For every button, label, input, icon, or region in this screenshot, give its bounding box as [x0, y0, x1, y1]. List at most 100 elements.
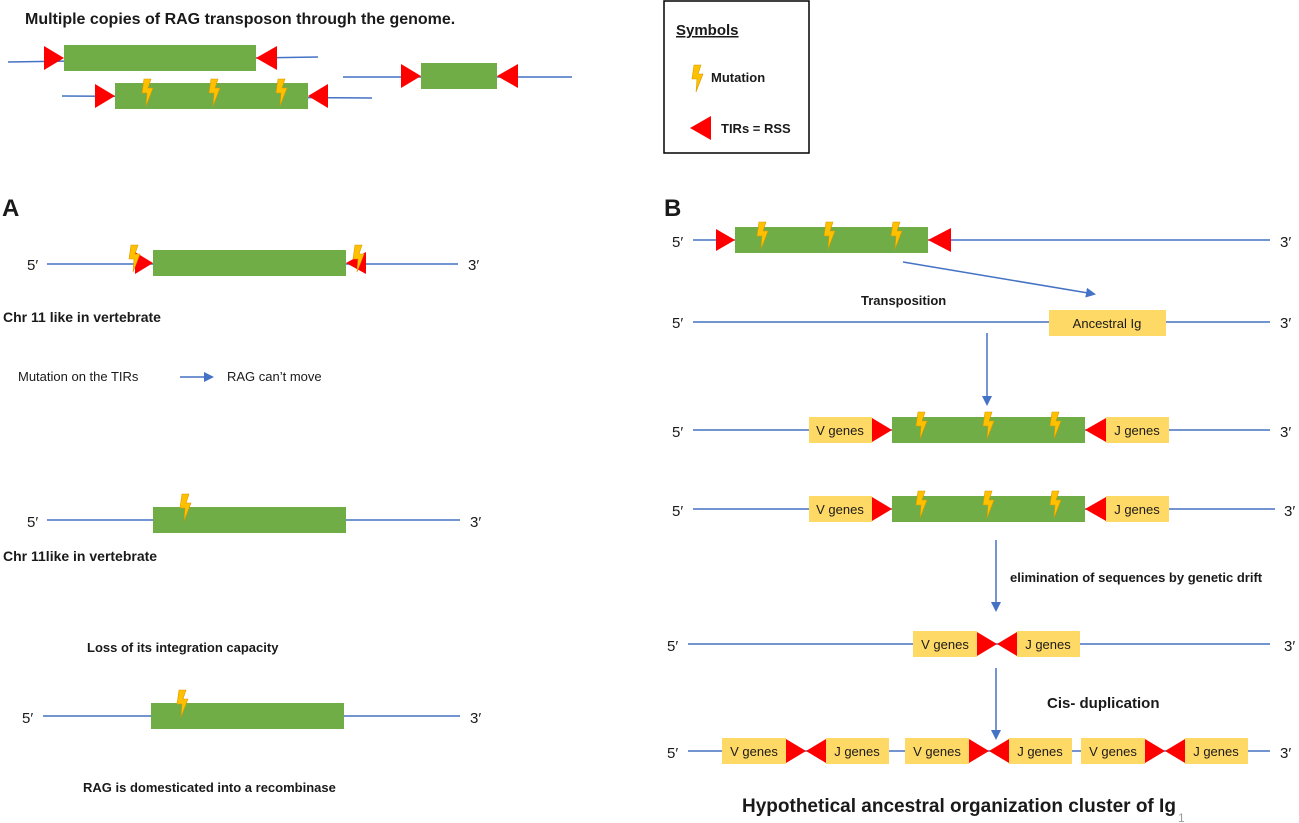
rss-right — [1085, 418, 1106, 442]
lightning-bolt-shape — [128, 244, 141, 273]
tir-left — [716, 229, 735, 251]
tir-left — [135, 252, 153, 274]
lightning-bolt-shape — [756, 221, 769, 250]
mutation-icon — [890, 221, 903, 250]
loss-note: Loss of its integration capacity — [87, 640, 279, 655]
three-prime-label: 3′ — [468, 257, 479, 274]
lightning-bolt-shape — [1049, 411, 1062, 440]
three-prime-label: 3′ — [1284, 503, 1295, 520]
rss-right — [1165, 739, 1185, 763]
five-prime-label: 5′ — [667, 638, 678, 655]
mutation-icon — [1049, 490, 1062, 519]
mutation-icon — [982, 490, 995, 519]
tir-right — [308, 84, 328, 108]
five-prime-label: 5′ — [672, 503, 683, 520]
bottom-title: Hypothetical ancestral organization clus… — [742, 796, 1176, 817]
j-genes-label: J genes — [1114, 423, 1160, 438]
j-genes-box — [1106, 496, 1169, 522]
panel-b-cluster: 5′ V genes J genes V genes J genes V gen… — [667, 738, 1291, 764]
cis-duplication-label: Cis- duplication — [1047, 695, 1160, 712]
lightning-bolt-shape — [208, 78, 221, 107]
lightning-bolt-shape — [141, 78, 154, 107]
j-genes-box — [1185, 738, 1248, 764]
mutation-icon — [691, 64, 704, 93]
mutation-icon — [756, 221, 769, 250]
rss-right — [806, 739, 826, 763]
ancestral-ig-label: Ancestral Ig — [1073, 316, 1142, 331]
panel-a-chr-domesticated: 5′ 3′ — [22, 689, 481, 729]
mutation-icon — [208, 78, 221, 107]
domesticated-note: RAG is domesticated into a recombinase — [83, 780, 336, 795]
lightning-bolt-shape — [275, 78, 288, 107]
panel-b-letter: B — [664, 195, 681, 222]
lightning-bolt-shape — [915, 490, 928, 519]
tir-left — [95, 84, 115, 108]
rss-left — [872, 418, 892, 442]
mutation-icon — [128, 244, 141, 273]
three-prime-label: 3′ — [1280, 234, 1291, 251]
panel-b-vj-insert-1: 5′ V genes J genes 3′ — [672, 411, 1291, 443]
transposon-copy-1 — [7, 45, 319, 71]
mutation-icon — [982, 411, 995, 440]
rss-right — [997, 632, 1017, 656]
v-genes-box — [905, 738, 969, 764]
rag-transposon — [64, 45, 256, 71]
panel-b-ancestral: 5′ Ancestral Ig 3′ — [672, 310, 1291, 336]
panel-a-chr-mutated-tirs: 5′ 3′ — [27, 244, 479, 276]
rss-left — [786, 739, 806, 763]
transposition-label: Transposition — [861, 293, 946, 308]
chr-label-2: Chr 11like in vertebrate — [3, 548, 157, 564]
transposon-copy-2 — [61, 78, 373, 109]
mutation-icon — [176, 689, 189, 718]
rss-right — [1085, 497, 1106, 521]
tir-right — [256, 46, 277, 70]
lightning-bolt-shape — [915, 411, 928, 440]
panel-a-letter: A — [2, 195, 19, 222]
panel-b-vj-joined: 5′ V genes J genes 3′ — [667, 631, 1295, 657]
lightning-bolt-shape — [352, 244, 365, 273]
five-prime-label: 5′ — [27, 514, 38, 531]
v-genes-label: V genes — [1089, 744, 1137, 759]
rag-transposon — [153, 250, 346, 276]
five-prime-label: 5′ — [27, 257, 38, 274]
drift-label: elimination of sequences by genetic drif… — [1010, 570, 1263, 585]
transposon-copy-3 — [343, 63, 572, 89]
mutation-note: Mutation on the TIRs — [18, 369, 139, 384]
v-genes-box — [913, 631, 977, 657]
panel-a-chr-no-tirs: 5′ 3′ — [27, 493, 481, 533]
rag-transposon — [151, 703, 344, 729]
j-genes-label: J genes — [834, 744, 880, 759]
tir-icon — [690, 116, 711, 140]
five-prime-label: 5′ — [672, 315, 683, 332]
j-genes-box — [826, 738, 889, 764]
j-genes-box — [1017, 631, 1080, 657]
three-prime-label: 3′ — [1280, 315, 1291, 332]
mutation-icon — [915, 490, 928, 519]
five-prime-label: 5′ — [22, 710, 33, 727]
rss-right — [989, 739, 1009, 763]
lightning-bolt-shape — [1049, 490, 1062, 519]
v-genes-box — [722, 738, 786, 764]
chr-label-1: Chr 11 like in vertebrate — [3, 309, 161, 325]
mutation-icon — [179, 493, 192, 522]
rss-left — [1145, 739, 1165, 763]
lightning-bolt-shape — [982, 411, 995, 440]
lightning-bolt-shape — [691, 64, 704, 93]
lightning-bolt-shape — [890, 221, 903, 250]
rss-left — [872, 497, 892, 521]
j-genes-label: J genes — [1025, 637, 1071, 652]
v-genes-label: V genes — [730, 744, 778, 759]
j-genes-label: J genes — [1017, 744, 1063, 759]
lightning-bolt-shape — [823, 221, 836, 250]
legend-box — [663, 0, 810, 154]
symbols-legend: Symbols Mutation TIRs = RSS — [663, 0, 810, 154]
three-prime-label: 3′ — [1280, 424, 1291, 441]
panel-b-donor: 5′ 3′ — [672, 221, 1291, 253]
v-genes-label: V genes — [816, 423, 864, 438]
j-genes-label: J genes — [1193, 744, 1239, 759]
ancestral-ig-box — [1049, 310, 1166, 336]
mutation-icon — [275, 78, 288, 107]
legend-mutation-label: Mutation — [711, 70, 765, 85]
three-prime-label: 3′ — [1284, 638, 1295, 655]
